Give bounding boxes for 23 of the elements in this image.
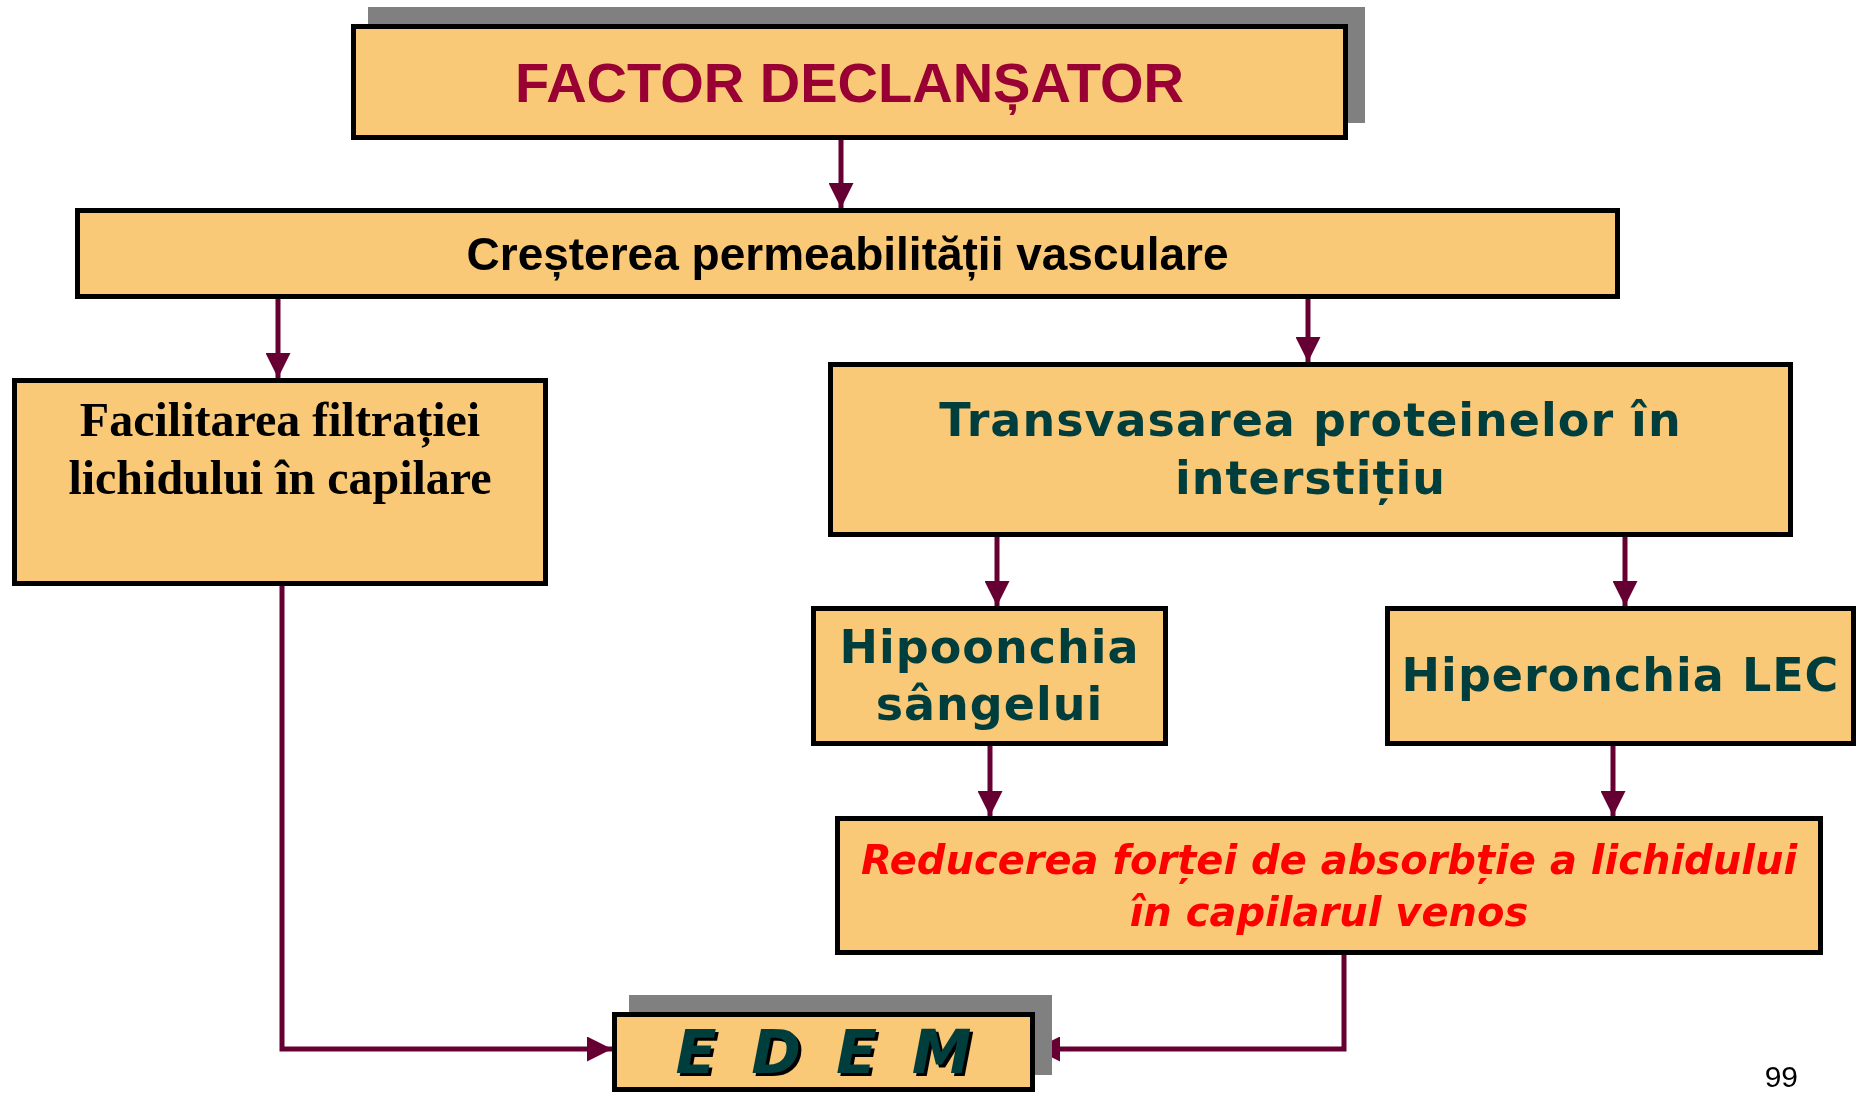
box-label: FACTOR DECLANȘATOR	[515, 49, 1184, 115]
process-box	[75, 208, 1620, 299]
arrow	[1612, 537, 1638, 606]
process-box	[811, 606, 1168, 746]
arrow	[977, 746, 1003, 816]
process-box	[12, 378, 548, 586]
process-box	[828, 362, 1793, 537]
box-label: Hiperonchia LEC	[1401, 647, 1840, 705]
arrow	[265, 299, 291, 378]
arrow	[1600, 746, 1626, 816]
page-number: 99	[1764, 1060, 1798, 1094]
process-box	[1385, 606, 1856, 746]
box-label: Creșterea permeabilității vasculare	[466, 226, 1229, 281]
arrow	[1295, 299, 1321, 362]
arrow	[828, 140, 854, 208]
box-label: Transvasarea proteinelor în interstițiu	[938, 392, 1683, 507]
process-box	[835, 816, 1823, 955]
box-label: E D E M	[675, 1017, 972, 1087]
box-label: Reducerea forței de absorbție a lichidului în capilarul venos	[859, 835, 1799, 937]
box-label: Hipoonchia sângelui	[838, 618, 1141, 733]
arrow	[279, 586, 612, 1062]
arrow	[984, 537, 1010, 606]
box-label: Facilitarea filtrației lichidului în capilare	[67, 392, 493, 506]
